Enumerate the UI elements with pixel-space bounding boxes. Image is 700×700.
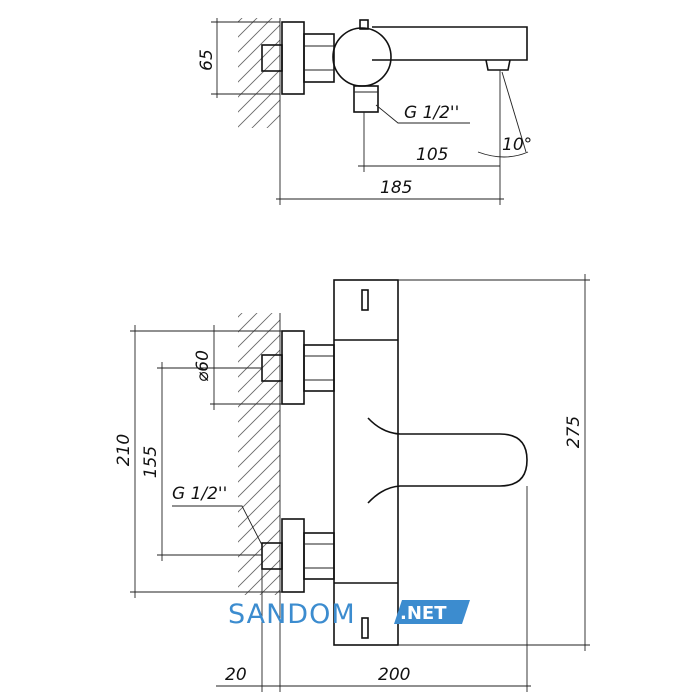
hex-nut-lower — [303, 532, 335, 580]
flow-handle-mark — [361, 617, 369, 639]
watermark-badge — [394, 600, 470, 624]
wall-pipe-upper — [261, 354, 283, 382]
wall-pipe-top — [261, 44, 283, 72]
dim-105-label: 105 — [416, 145, 448, 165]
dim-275-label: 275 — [564, 416, 584, 448]
dim-210-label: 210 — [114, 434, 134, 466]
front-view: ⌀60 210 155 G 1/2'' 275 20 200 — [114, 274, 590, 692]
dim-diameter-label: ⌀60 — [193, 350, 213, 382]
inlet-top — [353, 85, 379, 113]
temperature-handle-mark — [361, 289, 369, 311]
thermostat-body-top — [332, 27, 392, 87]
spout-body-top — [372, 26, 528, 61]
escutcheon-upper — [281, 330, 305, 405]
watermark-logo: SANDOM .NET — [228, 599, 470, 630]
hex-nut-upper — [303, 344, 335, 392]
aerator-top — [485, 59, 511, 71]
dim-185-label: 185 — [380, 178, 412, 198]
dim-155-label: 155 — [141, 446, 161, 478]
wall-pipe-lower — [261, 542, 283, 570]
dim-angle-label: 10° — [502, 135, 532, 155]
dim-thread-top-label: G 1/2'' — [404, 103, 459, 123]
wall-hatch-top — [238, 18, 280, 128]
watermark-suffix: .NET — [400, 603, 447, 624]
top-view: 65 G 1/2'' 105 10° 185 — [197, 18, 532, 205]
watermark-brand: SANDOM — [228, 599, 356, 630]
spout-front — [367, 417, 528, 504]
dim-thread-front-label: G 1/2'' — [172, 484, 227, 504]
dim-20-label: 20 — [225, 665, 247, 685]
dim-65-label: 65 — [197, 49, 217, 71]
escutcheon-lower — [281, 518, 305, 593]
dim-200-label: 200 — [378, 665, 410, 685]
hex-nut-top — [303, 33, 335, 83]
escutcheon-top — [281, 21, 305, 95]
wall-hatch-front — [238, 313, 280, 595]
mixer-body — [333, 279, 399, 646]
